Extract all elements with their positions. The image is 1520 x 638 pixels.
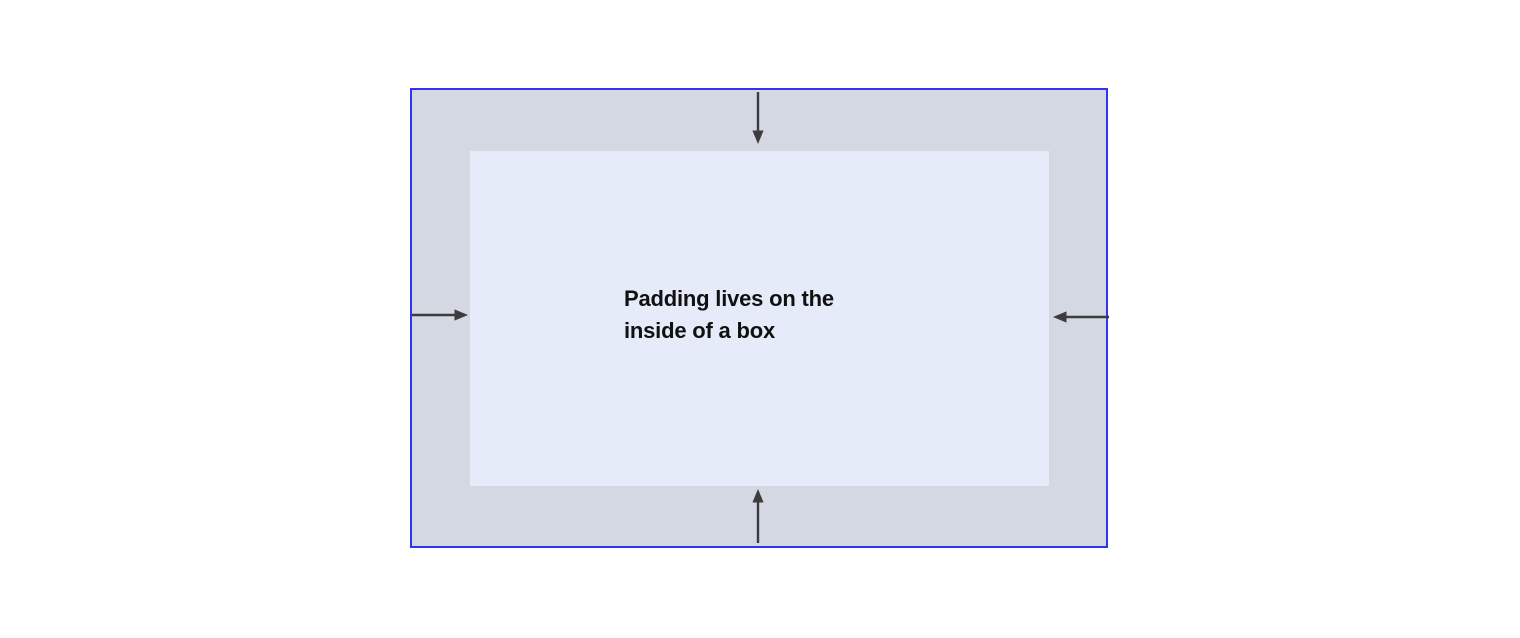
content-area-label: Padding lives on the inside of a box [624,286,834,343]
arrow-up-icon [744,487,772,543]
arrow-down-icon [744,92,772,144]
arrow-right-icon [412,301,470,329]
content-area-box [470,151,1049,486]
arrow-left-icon [1051,303,1109,331]
